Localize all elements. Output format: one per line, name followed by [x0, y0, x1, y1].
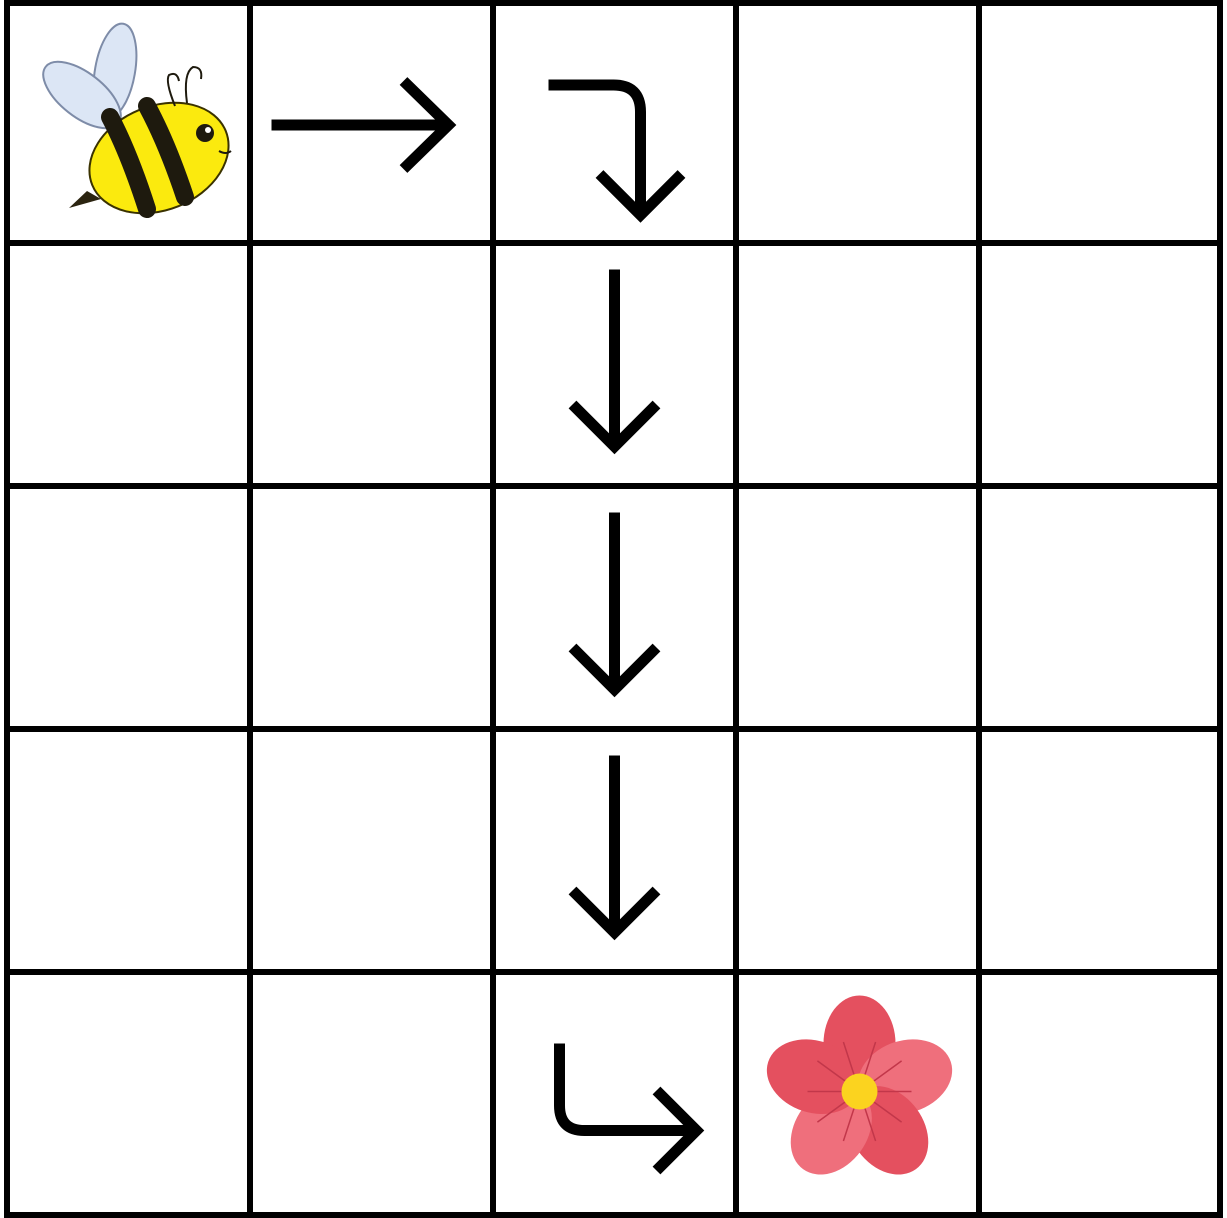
grid-cell-r4-c5 [979, 729, 1220, 972]
grid-cell-r1-c3 [493, 3, 736, 243]
grid-cell-r3-c1 [7, 486, 250, 729]
grid-cell-r2-c2 [250, 243, 493, 486]
grid-cell-r2-c5 [979, 243, 1220, 486]
grid-cell-r1-c4 [736, 3, 979, 243]
grid-cell-r1-c5 [979, 3, 1220, 243]
grid-cell-r3-c5 [979, 486, 1220, 729]
grid-cell-r4-c4 [736, 729, 979, 972]
grid-cell-r5-c1 [7, 972, 250, 1215]
grid-cell-r2-c4 [736, 243, 979, 486]
grid-cell-r5-c2 [250, 972, 493, 1215]
grid-cell-r5-c5 [979, 972, 1220, 1215]
grid-cell-r4-c2 [250, 729, 493, 972]
grid-cell-r3-c4 [736, 486, 979, 729]
grid-cell-r2-c1 [7, 243, 250, 486]
grid-cell-r3-c2 [250, 486, 493, 729]
grid-cell-r5-c3 [493, 972, 736, 1215]
grid-cell-r4-c1 [7, 729, 250, 972]
